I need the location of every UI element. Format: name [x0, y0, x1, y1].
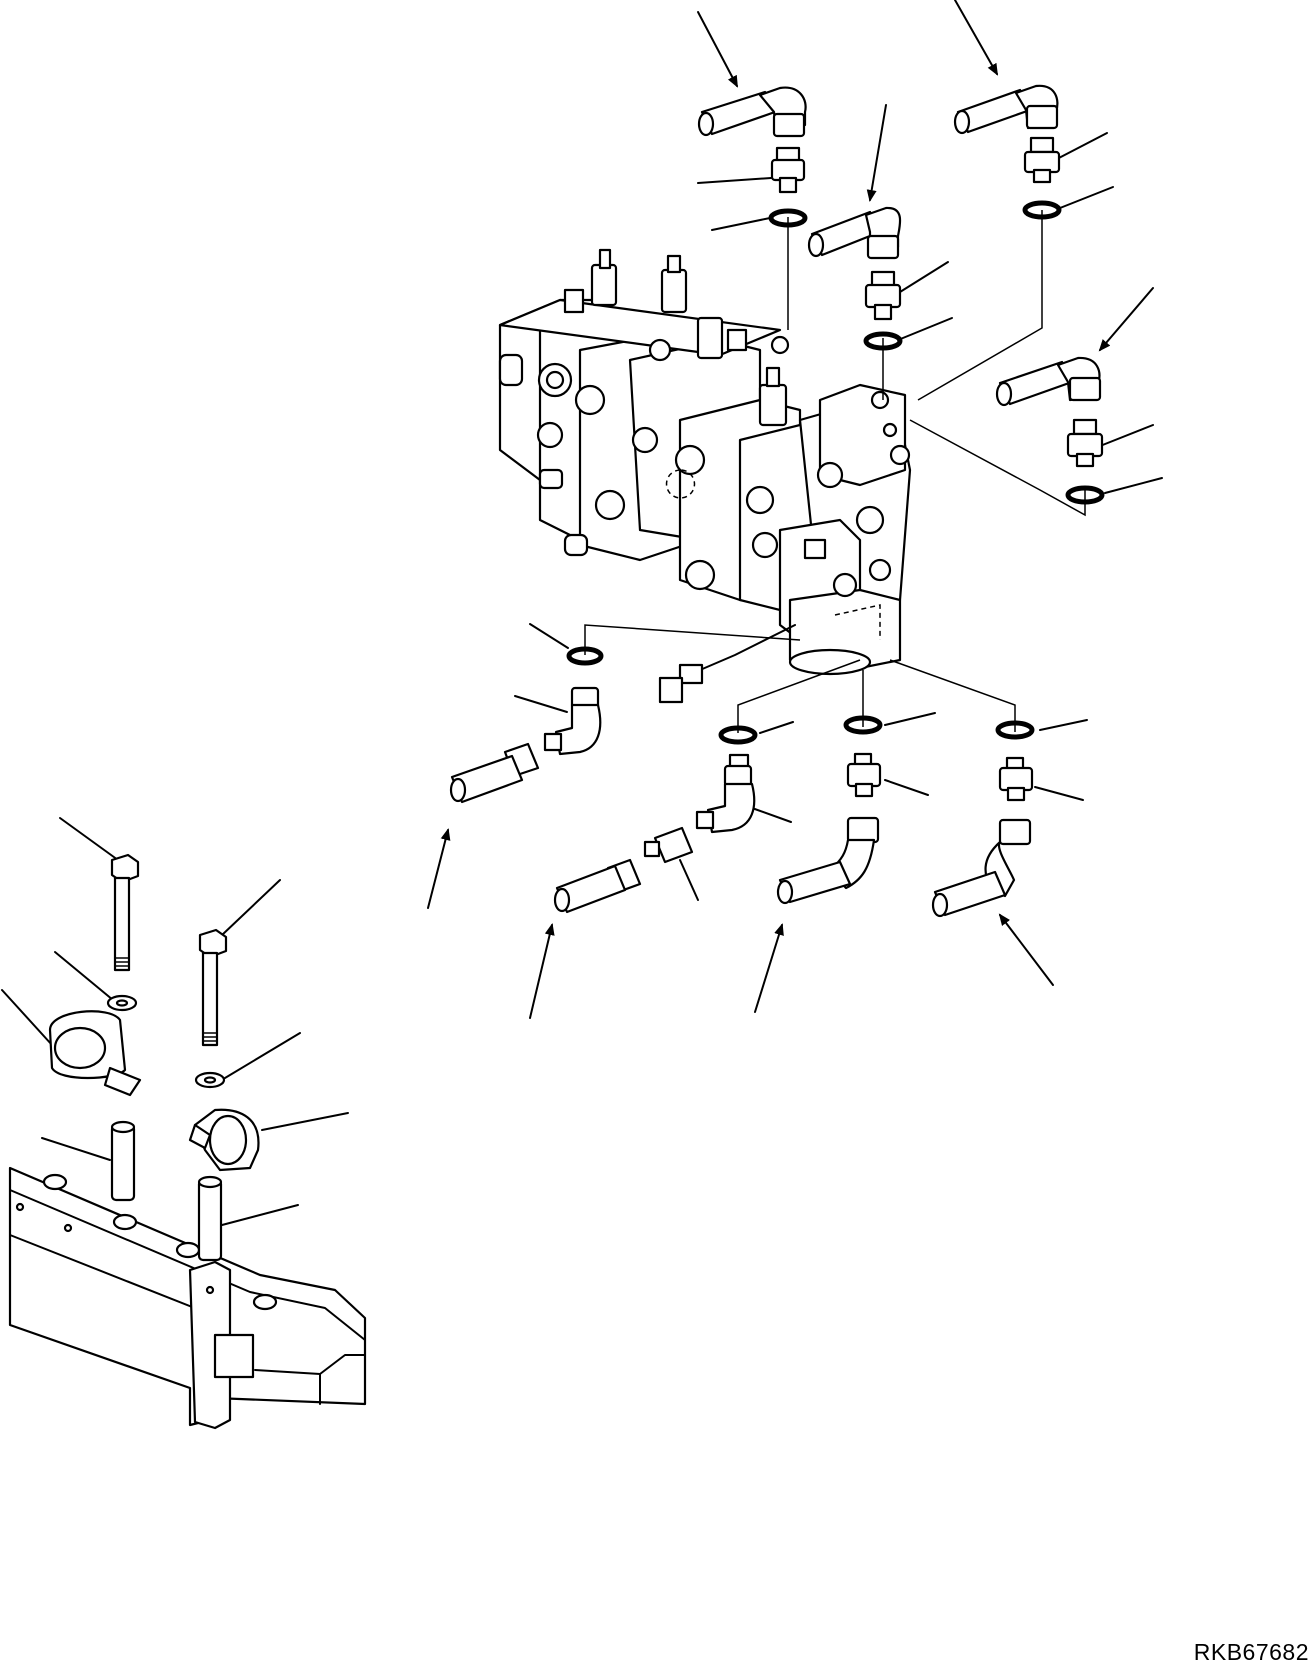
- o-ring: [863, 331, 903, 351]
- o-ring: [843, 715, 883, 735]
- hose-fitting-top-left: [697, 86, 808, 228]
- mounting-bracket-assembly: [8, 853, 367, 1430]
- o-ring: [768, 208, 808, 228]
- o-ring: [718, 725, 758, 745]
- hose-fitting-lower-mid-right: [776, 715, 883, 905]
- control-valve-assembly: [498, 248, 912, 704]
- leader-lines: [1, 0, 1163, 1226]
- hose-fitting-far-right: [995, 356, 1105, 505]
- hose-fitting-top-right: [953, 84, 1062, 220]
- o-ring: [1022, 200, 1062, 220]
- o-ring: [1065, 485, 1105, 505]
- o-ring: [995, 720, 1035, 740]
- hose-fitting-lower-middle: [553, 725, 758, 914]
- hose-fitting-top-middle: [807, 206, 903, 351]
- drawing-code: RKB67682: [1193, 1639, 1309, 1665]
- hose-fitting-lower-left: [449, 646, 604, 804]
- valve-ports: [536, 335, 911, 598]
- o-ring: [566, 646, 604, 666]
- hose-fitting-lower-right: [931, 720, 1035, 918]
- relief-valves: [563, 248, 827, 560]
